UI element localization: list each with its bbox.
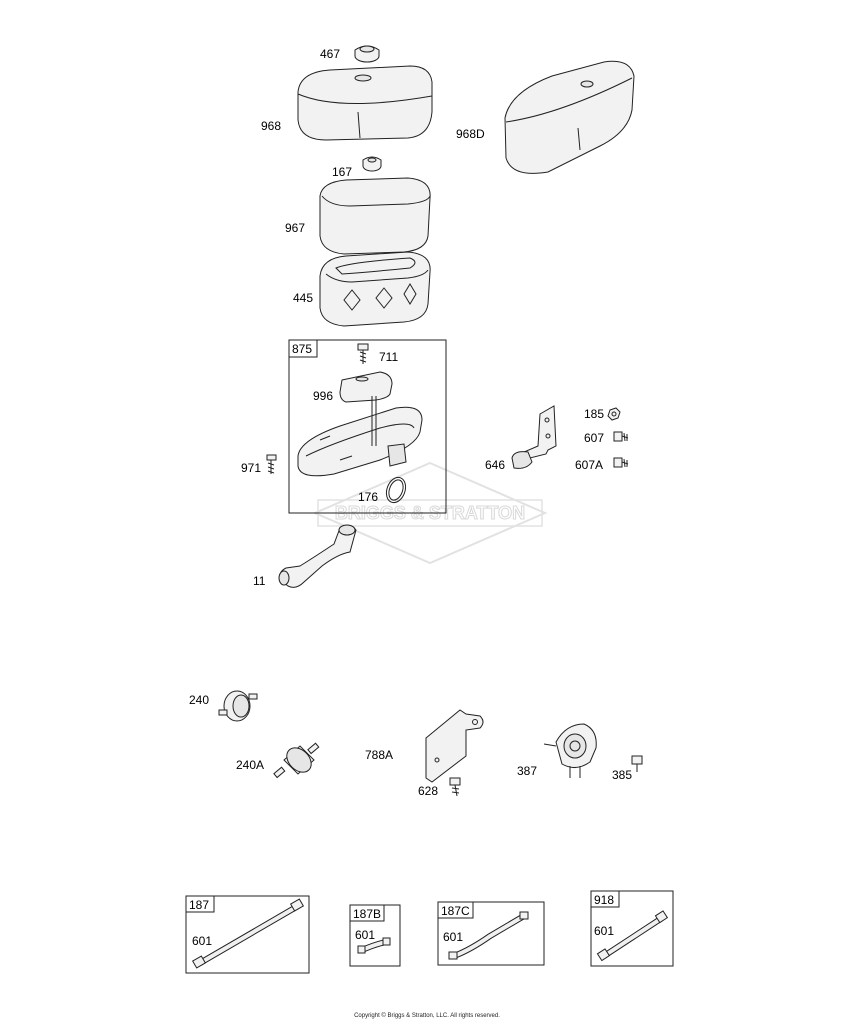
label-788A: 788A bbox=[365, 748, 393, 762]
label-176: 176 bbox=[358, 490, 378, 504]
filter-pleat-pattern bbox=[343, 283, 417, 311]
part-385-screw[interactable] bbox=[631, 755, 643, 772]
label-187B: 187B bbox=[353, 907, 381, 921]
label-187C: 187C bbox=[441, 904, 470, 918]
part-601-fuel-line-918[interactable] bbox=[596, 910, 669, 962]
assembly-875-tag bbox=[288, 339, 318, 358]
part-646-bracket[interactable] bbox=[511, 405, 557, 469]
part-711-screw[interactable] bbox=[357, 343, 369, 364]
label-711: 711 bbox=[379, 350, 398, 364]
label-601-187C: 601 bbox=[443, 930, 463, 944]
label-601-918: 601 bbox=[594, 924, 614, 938]
part-240-fuel-filter[interactable] bbox=[218, 690, 258, 722]
kit-187B-tag bbox=[349, 904, 385, 922]
label-185: 185 bbox=[584, 407, 604, 421]
label-607: 607 bbox=[584, 431, 604, 445]
label-968D: 968D bbox=[456, 127, 485, 141]
part-996-seal[interactable] bbox=[339, 371, 393, 403]
part-788A-bracket[interactable] bbox=[425, 709, 484, 783]
part-971-screw[interactable] bbox=[266, 454, 277, 474]
label-387: 387 bbox=[517, 764, 537, 778]
label-467: 467 bbox=[320, 47, 340, 61]
part-968D-cover[interactable] bbox=[504, 60, 635, 174]
label-601-187B: 601 bbox=[355, 928, 375, 942]
part-968-cover[interactable] bbox=[297, 65, 433, 141]
label-967: 967 bbox=[285, 221, 305, 235]
label-187: 187 bbox=[189, 898, 209, 912]
part-240A-fuel-filter[interactable] bbox=[273, 742, 320, 779]
label-385: 385 bbox=[612, 768, 632, 782]
label-601-187: 601 bbox=[192, 934, 212, 948]
part-11-breather-tube[interactable] bbox=[278, 524, 357, 588]
part-601-fuel-line-187B[interactable] bbox=[357, 937, 391, 954]
label-240: 240 bbox=[189, 693, 209, 707]
kit-918-box bbox=[590, 890, 674, 967]
label-445: 445 bbox=[293, 291, 313, 305]
part-628-screw[interactable] bbox=[449, 777, 461, 797]
kit-187C-tag bbox=[437, 901, 474, 919]
label-646: 646 bbox=[485, 458, 505, 472]
copyright-notice: Copyright © Briggs & Stratton, LLC. All … bbox=[354, 1013, 500, 1019]
label-167: 167 bbox=[332, 165, 352, 179]
kit-918-tag bbox=[590, 890, 620, 908]
part-176-oring[interactable] bbox=[383, 475, 409, 506]
label-996: 996 bbox=[313, 389, 333, 403]
assembly-875-box bbox=[288, 339, 447, 514]
part-185-nut[interactable] bbox=[607, 407, 621, 421]
label-11: 11 bbox=[253, 574, 266, 588]
part-387-fuel-pump[interactable] bbox=[543, 723, 597, 778]
part-445-air-filter[interactable] bbox=[319, 251, 431, 327]
part-875-base[interactable] bbox=[297, 396, 423, 477]
part-467-knob[interactable] bbox=[354, 45, 380, 63]
part-167-nut[interactable] bbox=[362, 156, 382, 172]
kit-187-box bbox=[185, 895, 310, 974]
kit-187-tag bbox=[185, 895, 215, 913]
label-968: 968 bbox=[261, 119, 281, 133]
part-607A-screw[interactable] bbox=[613, 457, 629, 468]
label-918: 918 bbox=[594, 893, 614, 907]
part-607-screw[interactable] bbox=[613, 431, 629, 442]
part-601-fuel-line-187C[interactable] bbox=[448, 911, 529, 960]
label-607A: 607A bbox=[575, 458, 603, 472]
part-967-precleaner[interactable] bbox=[319, 177, 431, 255]
part-601-fuel-line-187[interactable] bbox=[191, 898, 305, 969]
kit-187C-box bbox=[437, 901, 545, 966]
label-875: 875 bbox=[292, 342, 312, 356]
label-240A: 240A bbox=[236, 758, 264, 772]
label-628: 628 bbox=[418, 784, 438, 798]
label-971: 971 bbox=[241, 461, 261, 475]
